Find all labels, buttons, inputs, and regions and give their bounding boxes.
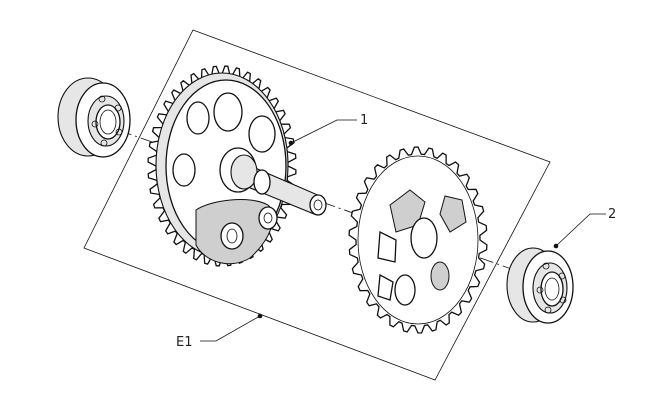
callout-label-e1: E1	[176, 335, 193, 350]
callout-1: 1	[288, 113, 368, 146]
callout-2: 2	[553, 207, 616, 249]
right-bearing	[506, 247, 574, 324]
callout-e1: E1	[176, 313, 263, 350]
sprocket-gear	[348, 146, 488, 334]
callout-label-2: 2	[608, 207, 616, 222]
assembly-boundary	[83, 29, 551, 381]
callout-label-1: 1	[360, 113, 368, 128]
left-bearing	[57, 77, 131, 158]
gear-shaft-assembly	[147, 65, 327, 267]
